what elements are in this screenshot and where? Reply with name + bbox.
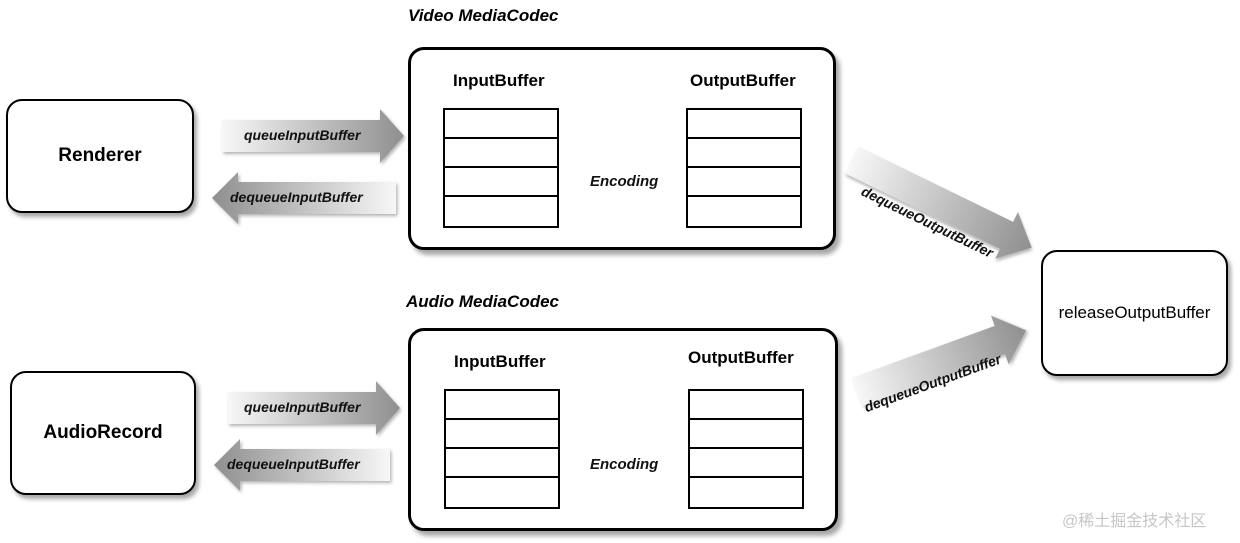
video-input-buffer-title: InputBuffer (453, 71, 545, 90)
audio-output-buffer-stack (688, 389, 804, 509)
audio-codec-box (408, 328, 838, 531)
audio-encoding-label: Encoding (590, 456, 659, 473)
video-codec-box (408, 47, 836, 250)
audio-codec-title: Audio MediaCodec (406, 292, 560, 311)
buffer-slot (690, 478, 802, 507)
buffer-slot (445, 139, 557, 168)
audio-record-box: AudioRecord (10, 371, 196, 495)
video-encoding-label: Encoding (590, 173, 659, 190)
buffer-slot (690, 449, 802, 478)
audio-input-buffer-title: InputBuffer (454, 352, 546, 371)
video-dequeue-output-arrow (845, 146, 1032, 259)
buffer-slot (690, 391, 802, 420)
buffer-slot (688, 197, 800, 226)
buffer-slot (446, 478, 558, 507)
video-output-buffer-title: OutputBuffer (690, 71, 796, 90)
audio-dequeue-output-arrow (851, 315, 1027, 407)
audio-dequeue-arrow (214, 439, 390, 491)
buffer-slot (445, 110, 557, 139)
buffer-slot (688, 168, 800, 197)
audio-queue-arrow (228, 381, 400, 435)
video-queue-label: queueInputBuffer (244, 127, 361, 143)
release-output-buffer-label: releaseOutputBuffer (1058, 303, 1211, 322)
release-output-buffer-box: releaseOutputBuffer (1041, 250, 1228, 376)
audio-input-buffer-stack (444, 389, 560, 509)
audio-queue-label: queueInputBuffer (244, 399, 361, 415)
video-queue-arrow (222, 109, 404, 163)
audio-record-label: AudioRecord (43, 422, 163, 443)
audio-output-buffer-title: OutputBuffer (688, 348, 794, 367)
renderer-label: Renderer (58, 145, 142, 166)
video-output-buffer-stack (686, 108, 802, 228)
watermark-text: @稀土掘金技术社区 (1062, 513, 1207, 530)
buffer-slot (445, 197, 557, 226)
buffer-slot (688, 139, 800, 168)
buffer-slot (445, 168, 557, 197)
buffer-slot (446, 420, 558, 449)
video-dequeue-arrow (212, 172, 396, 224)
video-input-buffer-stack (443, 108, 559, 228)
video-codec-title: Video MediaCodec (408, 6, 559, 25)
buffer-slot (690, 420, 802, 449)
video-dequeue-label: dequeueInputBuffer (230, 189, 363, 205)
buffer-slot (688, 110, 800, 139)
buffer-slot (446, 449, 558, 478)
renderer-box: Renderer (6, 99, 194, 213)
buffer-slot (446, 391, 558, 420)
audio-dequeue-label: dequeueInputBuffer (227, 456, 360, 472)
